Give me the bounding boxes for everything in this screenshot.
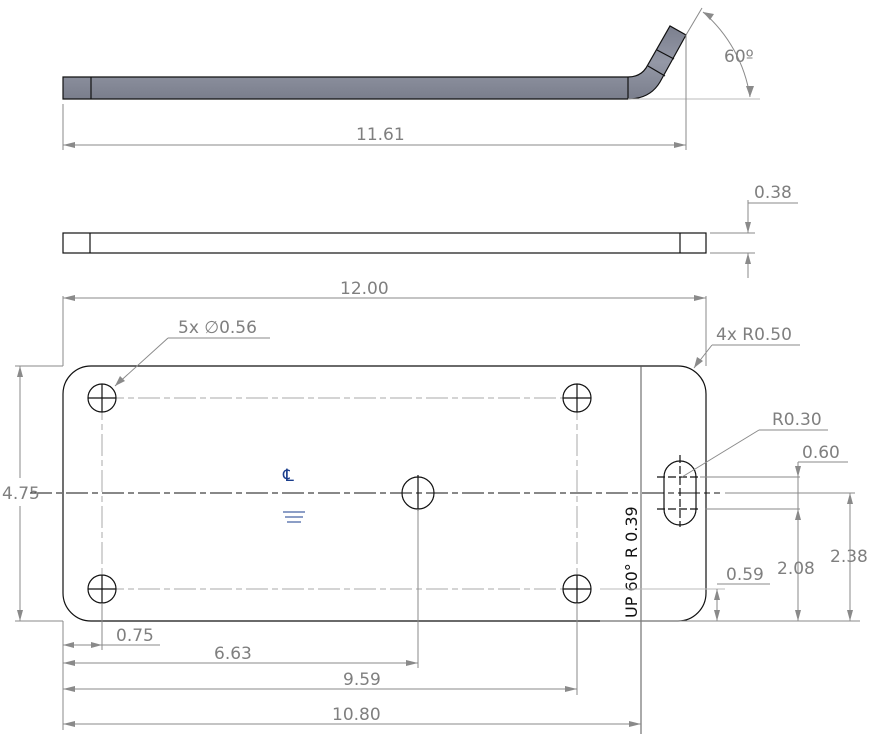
holes-callout: 5x ∅0.56	[178, 318, 257, 338]
slot-lower-offset-label: 2.08	[777, 559, 815, 579]
hole-offset-x-label: 0.75	[116, 626, 154, 646]
bent-bar-profile	[62, 25, 687, 100]
edge-view: 0.38	[62, 183, 798, 278]
hole-top-left	[87, 383, 117, 413]
hole-bottom-right	[562, 574, 592, 604]
thickness-label: 0.38	[754, 183, 792, 203]
right-holes-x-label: 9.59	[343, 670, 381, 690]
overall-width-label: 4.75	[2, 484, 40, 504]
slot-length-label: 0.60	[802, 443, 840, 463]
hole-top-right	[562, 383, 592, 413]
bend-angle-label: 60º	[724, 47, 754, 67]
symmetry-icon	[283, 511, 305, 523]
bend-line-x-label: 10.80	[332, 705, 381, 725]
slot-center-offset-label: 2.38	[830, 547, 868, 567]
plan-view: ℄ UP 60° R 0.39 12.00 5x ∅0.56 4x R0.50 …	[2, 279, 868, 734]
bend-note: UP 60° R 0.39	[622, 506, 641, 618]
centerline-symbol: ℄	[282, 466, 294, 486]
corner-radius-callout: 4x R0.50	[716, 325, 792, 345]
side-view: 60º 11.61	[62, 7, 760, 150]
center-hole-x-label: 6.63	[214, 644, 252, 664]
hole-offset-y-label: 0.59	[726, 565, 764, 585]
slot	[657, 455, 699, 527]
hole-bottom-left	[87, 574, 117, 604]
slot-radius-label: R0.30	[772, 410, 822, 430]
overall-length-label: 12.00	[340, 279, 389, 299]
side-length-label: 11.61	[356, 125, 405, 145]
